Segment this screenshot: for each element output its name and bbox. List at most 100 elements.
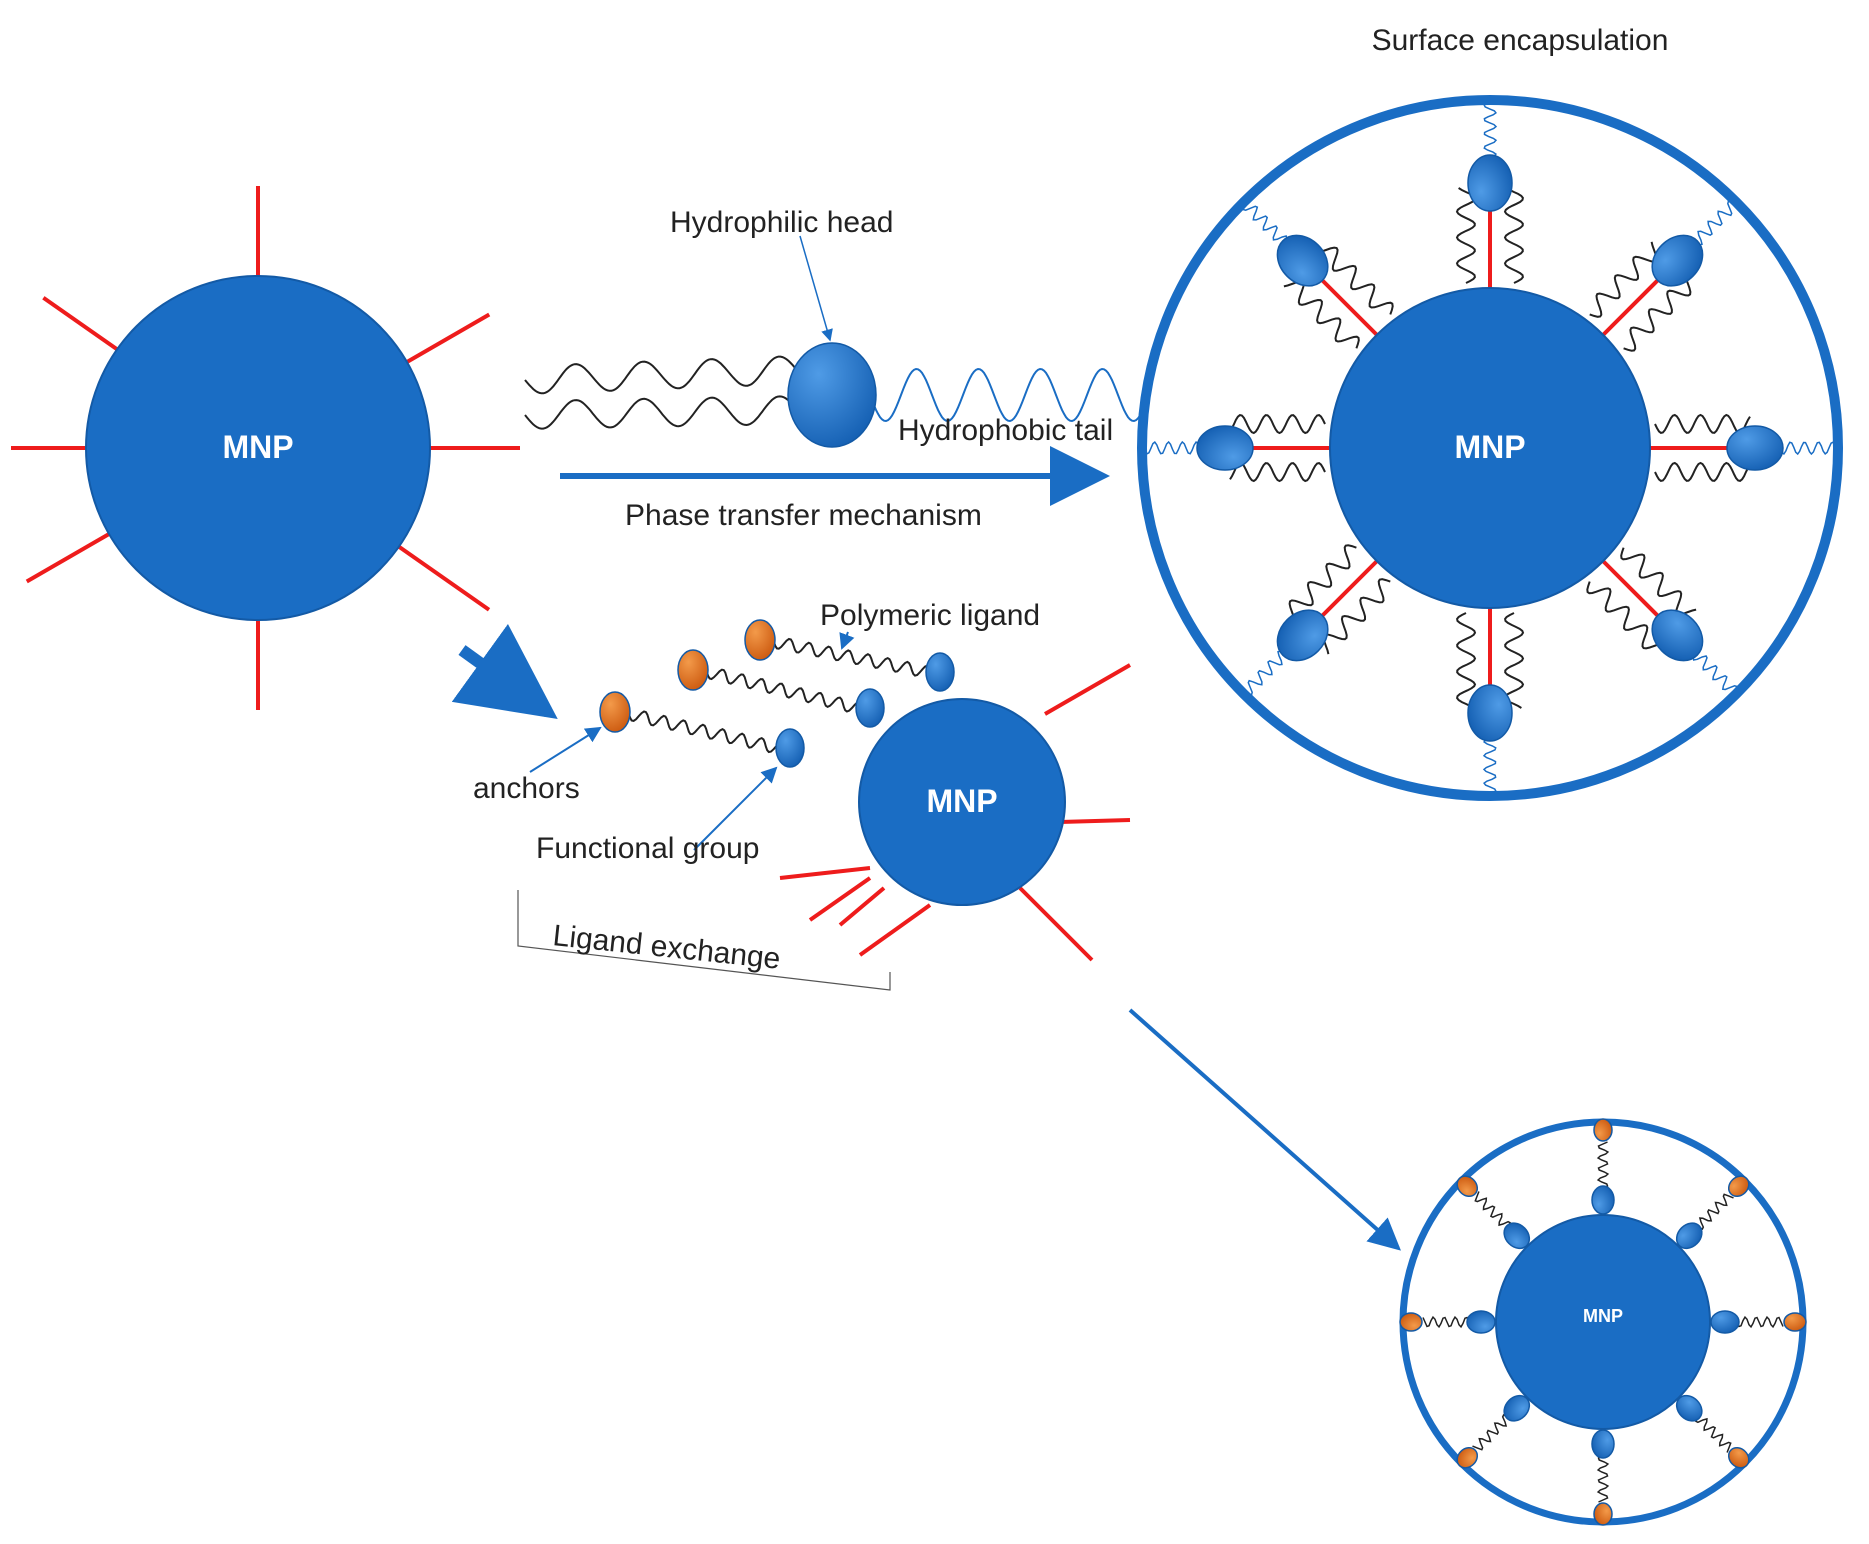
polymer-chain [773, 637, 930, 677]
hydrophilic-head-ball [1196, 425, 1254, 471]
anchor-ball [1783, 1312, 1807, 1332]
red-ligand [779, 866, 871, 880]
black-chain [1654, 461, 1751, 482]
phase-transfer-group [524, 235, 1141, 506]
black-chain [1654, 413, 1751, 434]
hydrophilic-head-ball [787, 342, 877, 448]
anchors-pointer [529, 726, 602, 773]
polymer-chain [1596, 1455, 1610, 1503]
final-mnp-group [1399, 1118, 1807, 1526]
polymer-chain [1697, 1193, 1734, 1230]
anchor-ball [1399, 1312, 1423, 1332]
mnp-exchange-label: MNP [926, 783, 997, 819]
functional-group-ball [1710, 1310, 1740, 1334]
black-chain [1317, 246, 1394, 315]
anchor-ball [1593, 1502, 1613, 1526]
anchor-ball [1727, 1446, 1750, 1469]
anchor-ball [744, 619, 776, 661]
black-chain [1620, 547, 1697, 616]
mnp-encapsulated-label: MNP [1454, 429, 1525, 465]
red-ligand [394, 542, 491, 612]
hydrophilic-head-ball [1276, 234, 1329, 287]
polymeric-ligand-label: Polymeric ligand [820, 599, 1040, 632]
blue-tail [1483, 102, 1498, 159]
black-chain [1288, 544, 1357, 621]
blue-tail-wave [869, 367, 1141, 423]
phase-transfer-label: Phase transfer mechanism [625, 499, 982, 532]
red-ligand [25, 530, 114, 584]
anchor-ball [599, 691, 631, 733]
surface-encapsulation-label: Surface encapsulation [1372, 24, 1669, 57]
black-chain [1456, 612, 1477, 709]
functional-group-label: Functional group [536, 832, 759, 865]
anchor-ball [1727, 1175, 1750, 1198]
functional-group-ball [855, 688, 885, 728]
blue-tail [1247, 650, 1286, 696]
polymer-chain [1596, 1141, 1610, 1189]
blue-tail [1482, 737, 1497, 794]
hydrophilic-head-ball [1276, 609, 1329, 662]
functional-group-ball [1591, 1429, 1615, 1459]
black-chain [1229, 414, 1326, 435]
polymer-chain [1736, 1315, 1784, 1329]
black-chain [1455, 187, 1476, 284]
polymer-chain [1422, 1315, 1470, 1329]
hydrophobic-chain-lower [524, 395, 801, 430]
ligand-exchange-bracket [517, 890, 891, 991]
polymer-chain [706, 668, 860, 713]
black-chain [1589, 241, 1658, 318]
blue-tail [1779, 441, 1836, 456]
initial-mnp-group [11, 186, 520, 710]
functional-group-ball [1591, 1185, 1615, 1215]
anchor-ball [1593, 1118, 1613, 1142]
blue-tail [1242, 205, 1288, 244]
red-ligand [808, 876, 872, 922]
mnp-final-particle [1495, 1214, 1711, 1430]
anchor-ball [1456, 1446, 1479, 1469]
black-chain [1322, 578, 1391, 655]
hydrophilic-head-ball [1651, 609, 1704, 662]
blue-tail [1692, 652, 1738, 691]
functional-group-ball [1466, 1310, 1496, 1334]
blue-tail [1694, 200, 1733, 246]
black-chain [1283, 280, 1360, 349]
anchor-ball [1456, 1175, 1479, 1198]
encapsulated-mnp-group [1137, 95, 1843, 801]
hydrophilic-head-ball [1467, 684, 1513, 742]
mnp-initial-particle [85, 275, 431, 621]
black-chain [1229, 462, 1326, 483]
mnp-final-label: MNP [1583, 1306, 1623, 1326]
red-ligand [858, 903, 932, 957]
black-chain [1504, 612, 1525, 709]
red-ligand [402, 312, 491, 366]
hydrophobic-chain-upper [524, 355, 796, 395]
ligand-exchange-group [451, 619, 1401, 1251]
mnp-exchange-particle [858, 698, 1066, 906]
ligand-exchange-arrow [451, 623, 558, 720]
red-ligand [42, 296, 122, 354]
polymer-chain [1472, 1414, 1509, 1451]
to-final-arrow [1128, 1008, 1401, 1251]
functional-group-pointer [693, 766, 778, 851]
red-ligand [1059, 818, 1131, 824]
hydrophilic-head-ball [1651, 234, 1704, 287]
anchor-ball [677, 649, 709, 691]
hydrophilic-head-ball [1467, 154, 1513, 212]
hydrophilic-head-pointer [799, 235, 833, 342]
anchors-label: anchors [473, 772, 580, 805]
functional-group-ball [775, 728, 805, 768]
polymer-chain [1474, 1191, 1511, 1228]
hydrophilic-head-ball [1726, 425, 1784, 471]
black-chain [1586, 581, 1663, 650]
ligand-exchange-label: Ligand exchange [551, 919, 782, 976]
hydrophobic-tail-label: Hydrophobic tail [898, 414, 1113, 447]
hydrophilic-head-label: Hydrophilic head [670, 206, 893, 239]
black-chain [1623, 275, 1692, 352]
mnp-encapsulated-particle [1329, 287, 1651, 609]
polymer-chain [1695, 1416, 1732, 1453]
polymer-chain [628, 710, 780, 754]
encapsulation-shell [1137, 95, 1843, 801]
red-ligand [1044, 663, 1131, 716]
mnp-initial-label: MNP [222, 429, 293, 465]
